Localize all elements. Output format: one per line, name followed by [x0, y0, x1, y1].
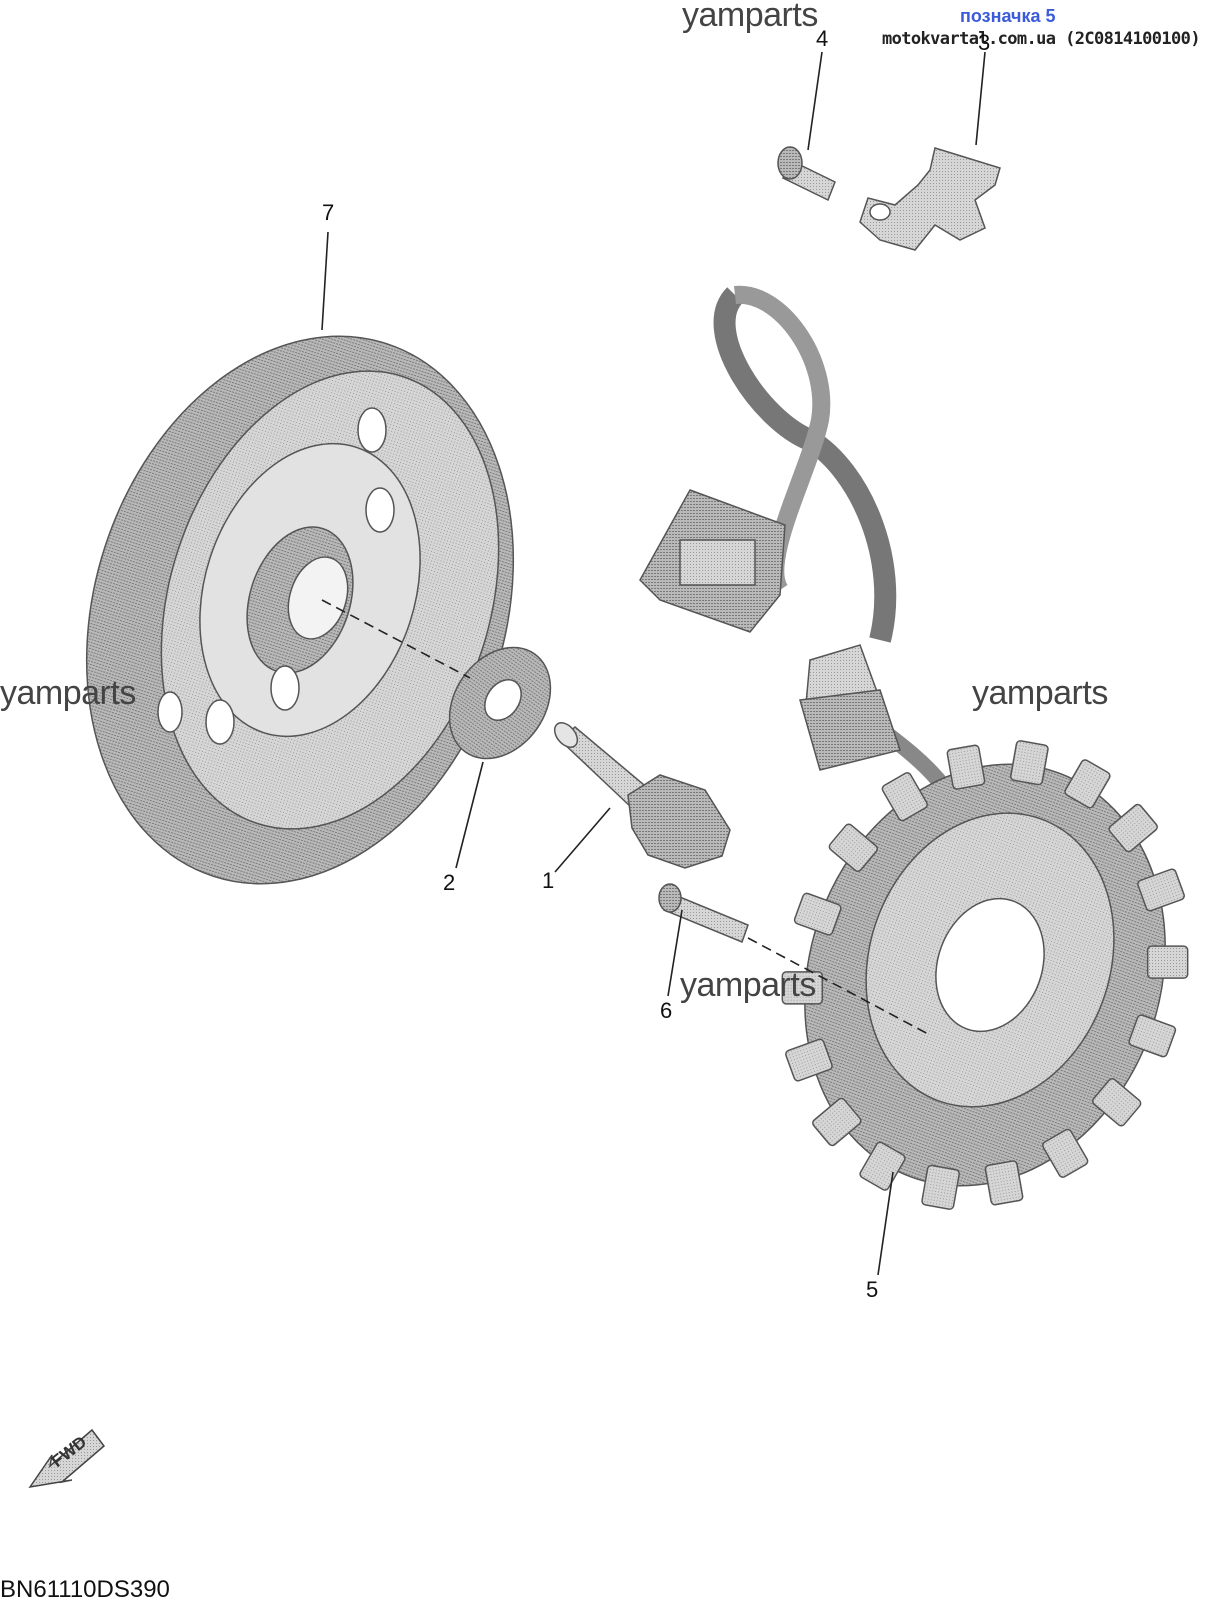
stator-tooth [781, 971, 824, 1005]
watermark-center: yamparts [680, 966, 816, 1004]
callout-2: 2 [443, 870, 456, 895]
leader-lines [321, 51, 986, 1276]
marker-label: позначка 5 [960, 6, 1056, 26]
stator-tooth [1128, 1014, 1177, 1058]
stator-tooth [1064, 759, 1111, 809]
site-reference: motokvartal.com.ua (2C0814100100) [882, 29, 1201, 49]
stator-tooth [828, 823, 879, 872]
stator-tooth [1146, 945, 1189, 979]
stator-tooth [984, 1160, 1024, 1206]
stator-tooth [1091, 1078, 1142, 1127]
stator-tooth [946, 744, 986, 790]
stator-tooth [1137, 868, 1185, 912]
clamp-bolt [777, 146, 836, 202]
callout-6: 6 [660, 998, 673, 1023]
lead-clamp [859, 147, 1001, 251]
watermark-left: yamparts [0, 674, 136, 712]
stator-tooth [859, 1141, 906, 1191]
stator-tooth [881, 772, 928, 822]
stator-assembly [781, 740, 1189, 1210]
wire-connector [639, 489, 901, 771]
stator-tooth [785, 1038, 833, 1082]
callout-4: 4 [816, 26, 829, 51]
fwd-arrow-icon [28, 1428, 106, 1489]
stator-tooth [921, 1164, 960, 1210]
stator-tooth [793, 892, 842, 936]
callout-1: 1 [542, 868, 555, 893]
stator-tooth [1108, 803, 1158, 853]
stator-tooth [1010, 740, 1049, 786]
callout-3: 3 [978, 30, 991, 55]
washer [448, 646, 552, 760]
callout-7: 7 [322, 200, 335, 225]
diagram-code: BN61110DS390 [0, 1576, 170, 1603]
watermark-right: yamparts [972, 674, 1108, 712]
flywheel-rotor [85, 335, 515, 885]
flange-bolt [553, 722, 731, 869]
watermark-top: yamparts [682, 0, 818, 34]
stator-tooth [1042, 1128, 1089, 1178]
callout-5: 5 [866, 1277, 879, 1302]
stator-tooth [812, 1097, 862, 1147]
stator-screw [658, 883, 749, 943]
